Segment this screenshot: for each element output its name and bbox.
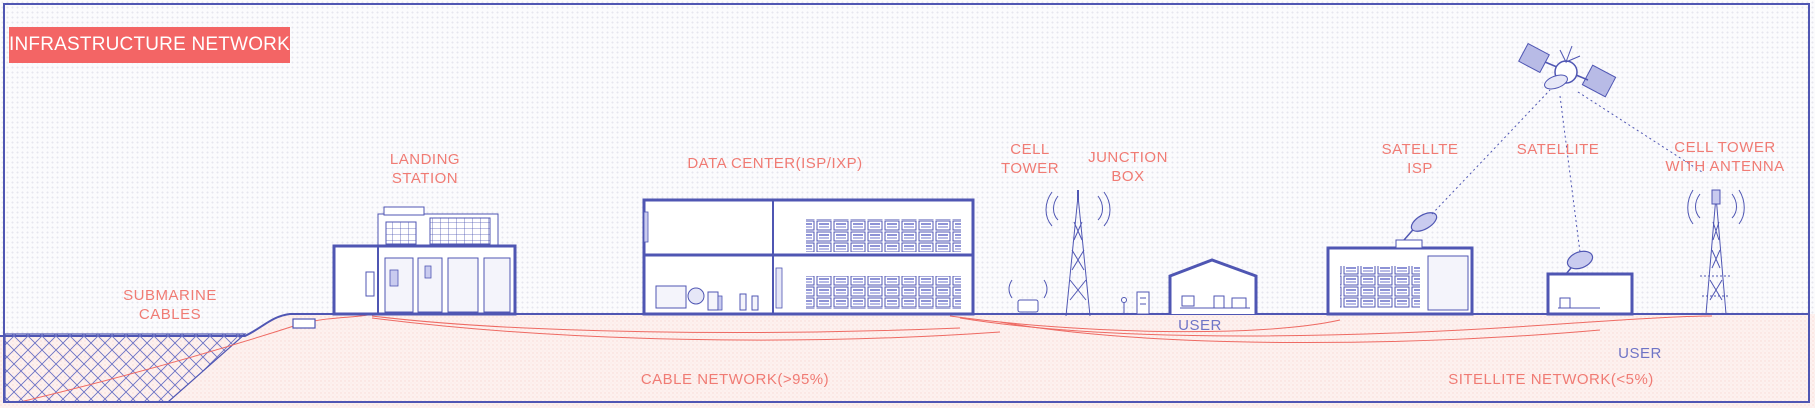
cell-tower-with-antenna <box>1687 189 1745 315</box>
satellite-icon <box>1518 42 1617 98</box>
ground <box>0 313 1815 408</box>
label-cell-tower: CELL TOWER <box>1000 141 1060 177</box>
satellite-isp-building <box>1326 212 1474 316</box>
landing-station-building <box>332 206 517 316</box>
cable-network-lines <box>19 313 1713 403</box>
junction-box <box>1121 291 1150 315</box>
user-dish-building <box>1546 250 1634 316</box>
label-landing-station: LANDING STATION <box>389 151 461 187</box>
data-center-building <box>642 198 975 316</box>
cell-tower-structure <box>1045 190 1111 317</box>
label-satellite: SATELLITE <box>1516 141 1600 158</box>
label-junction-box: JUNCTION BOX <box>1088 149 1168 185</box>
label-user-right: USER <box>1618 345 1662 362</box>
satellite-links <box>1431 89 1703 253</box>
label-satellite-network: SITELLITE NETWORK(<5%) <box>1448 371 1654 388</box>
user-house <box>1168 258 1258 314</box>
label-submarine-cables: SUBMARINE CABLES <box>123 287 217 323</box>
label-cable-network: CABLE NETWORK(>95%) <box>640 371 830 388</box>
router-device <box>1008 279 1048 313</box>
cable-splice-box <box>292 318 316 329</box>
label-user-center: USER <box>1178 317 1222 334</box>
label-data-center: DATA CENTER(ISP/IXP) <box>687 155 863 172</box>
label-cell-tower-with-antenna: CELL TOWER WITH ANTENNA <box>1665 139 1785 175</box>
diagram-title: INFRASTRUCTURE NETWORK <box>9 27 290 63</box>
label-satellite-isp: SATELLTE ISP <box>1381 141 1459 177</box>
